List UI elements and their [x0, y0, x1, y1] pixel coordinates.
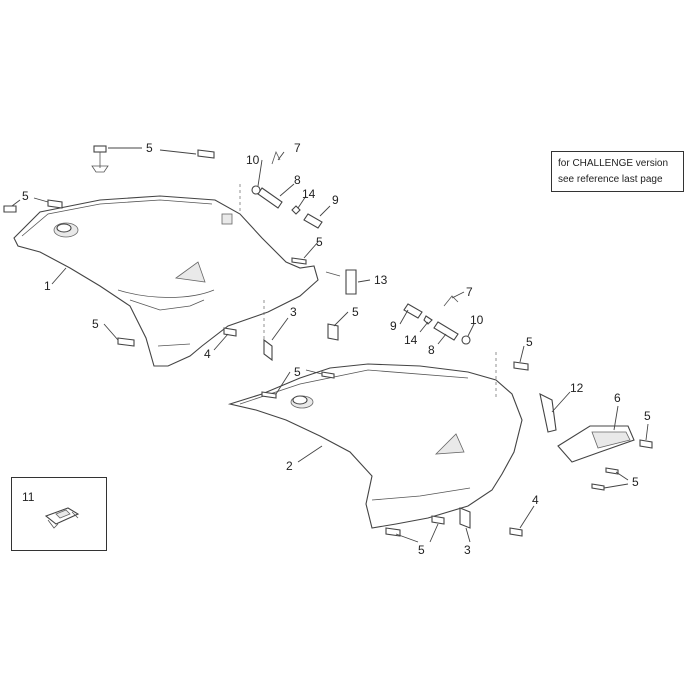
callout-4: 4: [532, 493, 539, 507]
callout-8: 8: [428, 343, 435, 357]
callout-1: 1: [44, 279, 51, 293]
callout-6: 6: [614, 391, 621, 405]
callout-10: 10: [246, 153, 260, 167]
callout-5: 5: [526, 335, 533, 349]
challenge-version-note: for CHALLENGE version see reference last…: [551, 151, 684, 192]
callout-8: 8: [294, 173, 301, 187]
callout-4: 4: [204, 347, 211, 361]
note-line-2: see reference last page: [558, 174, 663, 185]
callout-9: 9: [390, 319, 397, 333]
inset-clip-drawing: [44, 507, 80, 529]
callout-13: 13: [374, 273, 388, 287]
callout-5: 5: [92, 317, 99, 331]
right-fairing-panel: [227, 363, 523, 529]
callout-numbers: 1 2 3 3 4 4 5 5 5 5 5 5 5 5 5 5 6 7 7 8 …: [22, 141, 651, 557]
callout-9: 9: [332, 193, 339, 207]
inset-callout-11: 11: [22, 490, 35, 504]
callout-5: 5: [316, 235, 323, 249]
callout-14: 14: [302, 187, 316, 201]
callout-5: 5: [22, 189, 29, 203]
callout-7: 7: [466, 285, 473, 299]
callout-5: 5: [294, 365, 301, 379]
left-hardware-cluster: [3, 145, 357, 362]
callout-5: 5: [418, 543, 425, 557]
leader-lines: [11, 147, 649, 543]
callout-5: 5: [632, 475, 639, 489]
callout-5: 5: [352, 305, 359, 319]
callout-12: 12: [570, 381, 584, 395]
right-hardware-cluster: [261, 295, 653, 537]
callout-10: 10: [470, 313, 484, 327]
callout-2: 2: [286, 459, 293, 473]
left-fairing-panel: [13, 195, 319, 367]
callout-14: 14: [404, 333, 418, 347]
callout-5: 5: [146, 141, 153, 155]
callout-5: 5: [644, 409, 651, 423]
callout-7: 7: [294, 141, 301, 155]
note-line-1: for CHALLENGE version: [558, 158, 669, 169]
inset-box-part-11: 11: [11, 477, 107, 551]
callout-3: 3: [464, 543, 471, 557]
callout-3: 3: [290, 305, 297, 319]
